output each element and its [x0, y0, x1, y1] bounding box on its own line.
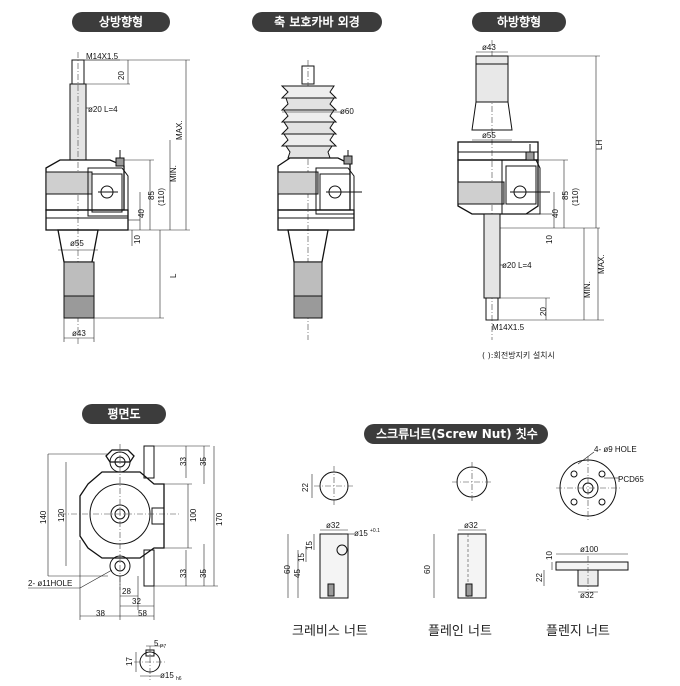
clevis-d45: 45	[293, 569, 302, 578]
inverted-min: MIN.	[583, 281, 592, 298]
plain-nut-drawing: ø32 60	[423, 462, 492, 599]
clevis-nut-drawing: 22 ø32 ø15 +0.1 15 15 45 60	[283, 466, 380, 599]
inverted-shaft-label: ø20 L=4	[502, 261, 532, 270]
screw-nut-title: 스크류너트(Screw Nut) 칫수	[364, 424, 548, 444]
inverted-d10: 10	[545, 235, 554, 244]
plan-d28: 28	[122, 587, 131, 596]
plan-d35a: 35	[199, 457, 208, 466]
clevis-d15: ø15	[354, 529, 368, 538]
upright-jack-drawing: M14X1.5 20 ø20 L=4 MAX. MIN. 85 (110) 40…	[45, 52, 190, 345]
inverted-jack-drawing: ø43 ø55 LH 85 (110) 40 10 ø20 L=4 MIN	[457, 40, 606, 340]
inverted-d110: (110)	[571, 188, 580, 206]
key-p7: P7	[160, 644, 166, 650]
inverted-max: MAX.	[597, 254, 606, 274]
bellows-title: 축 보호카바 외경	[252, 12, 382, 32]
clevis-nut-label: 크레비스 너트	[292, 624, 368, 639]
plan-d120: 120	[57, 508, 66, 522]
plan-d33a: 33	[179, 457, 188, 466]
flange-d32: ø32	[580, 591, 594, 600]
upright-d85: 85	[147, 191, 156, 200]
inverted-d85: 85	[561, 191, 570, 200]
upright-d20: 20	[117, 71, 126, 80]
bellows-d60: ø60	[340, 107, 354, 116]
plan-d58: 58	[138, 609, 147, 618]
clevis-d15-tol: +0.1	[370, 528, 380, 534]
inverted-d43: ø43	[482, 43, 496, 52]
inverted-LH: LH	[595, 140, 604, 150]
flange-pcd: PCD65	[618, 475, 644, 484]
upright-d10: 10	[133, 235, 142, 244]
inverted-d40: 40	[551, 209, 560, 218]
shaft-key-detail: 5 P7 17 ø15 h6	[125, 639, 182, 682]
plan-hole-label: 2- ø11HOLE	[28, 579, 72, 588]
upright-thread-label: M14X1.5	[86, 52, 119, 61]
clevis-d32: ø32	[326, 521, 340, 530]
key-d15: ø15	[160, 671, 174, 680]
clevis-d15c: 15	[297, 553, 306, 562]
flange-hole-label: 4- ø9 HOLE	[594, 445, 637, 454]
upright-d110: (110)	[157, 188, 166, 206]
inverted-d20: 20	[539, 307, 548, 316]
plan-d32: 32	[132, 597, 141, 606]
plain-nut-label: 플레인 너트	[428, 624, 492, 639]
upright-d40: 40	[137, 209, 146, 218]
upright-L: L	[169, 273, 178, 278]
flange-nut-drawing: 4- ø9 HOLE PCD65 ø100 10 22 ø32	[535, 445, 644, 600]
upright-max: MAX.	[175, 120, 184, 140]
plan-d33b: 33	[179, 569, 188, 578]
plan-d100: 100	[189, 508, 198, 522]
upright-d55: ø55	[70, 239, 84, 248]
upright-d43: ø43	[72, 329, 86, 338]
key-h6: h6	[176, 676, 182, 682]
plan-d170: 170	[215, 512, 224, 526]
flange-d100: ø100	[580, 545, 599, 554]
plan-view-drawing: 140 120 33 35 100 170 33 35 2- ø11HOLE 2…	[28, 444, 224, 620]
upright-min: MIN.	[169, 165, 178, 182]
inverted-title: 하방향형	[472, 12, 566, 32]
clevis-d22: 22	[301, 483, 310, 492]
key-d5: 5	[154, 639, 159, 648]
bellows-folds	[280, 85, 338, 159]
bellows-jack-drawing: ø60	[277, 60, 362, 340]
upright-shaft-label: ø20 L=4	[88, 105, 118, 114]
plan-d38: 38	[96, 609, 105, 618]
plain-d60: 60	[423, 565, 432, 574]
plan-d35b: 35	[199, 569, 208, 578]
plan-title: 평면도	[82, 404, 166, 424]
plan-d140: 140	[39, 510, 48, 524]
key-d17: 17	[125, 657, 134, 666]
clevis-d15b: 15	[305, 541, 314, 550]
inverted-thread-label: M14X1.5	[492, 323, 525, 332]
flange-d10: 10	[545, 551, 554, 560]
clevis-d60: 60	[283, 565, 292, 574]
upright-title: 상방향형	[72, 12, 170, 32]
flange-nut-label: 플렌지 너트	[546, 624, 610, 639]
flange-d22: 22	[535, 573, 544, 582]
anti-rotation-note: ( ):회전방지키 설치시	[482, 351, 555, 360]
plain-d32: ø32	[464, 521, 478, 530]
inverted-d55: ø55	[482, 131, 496, 140]
